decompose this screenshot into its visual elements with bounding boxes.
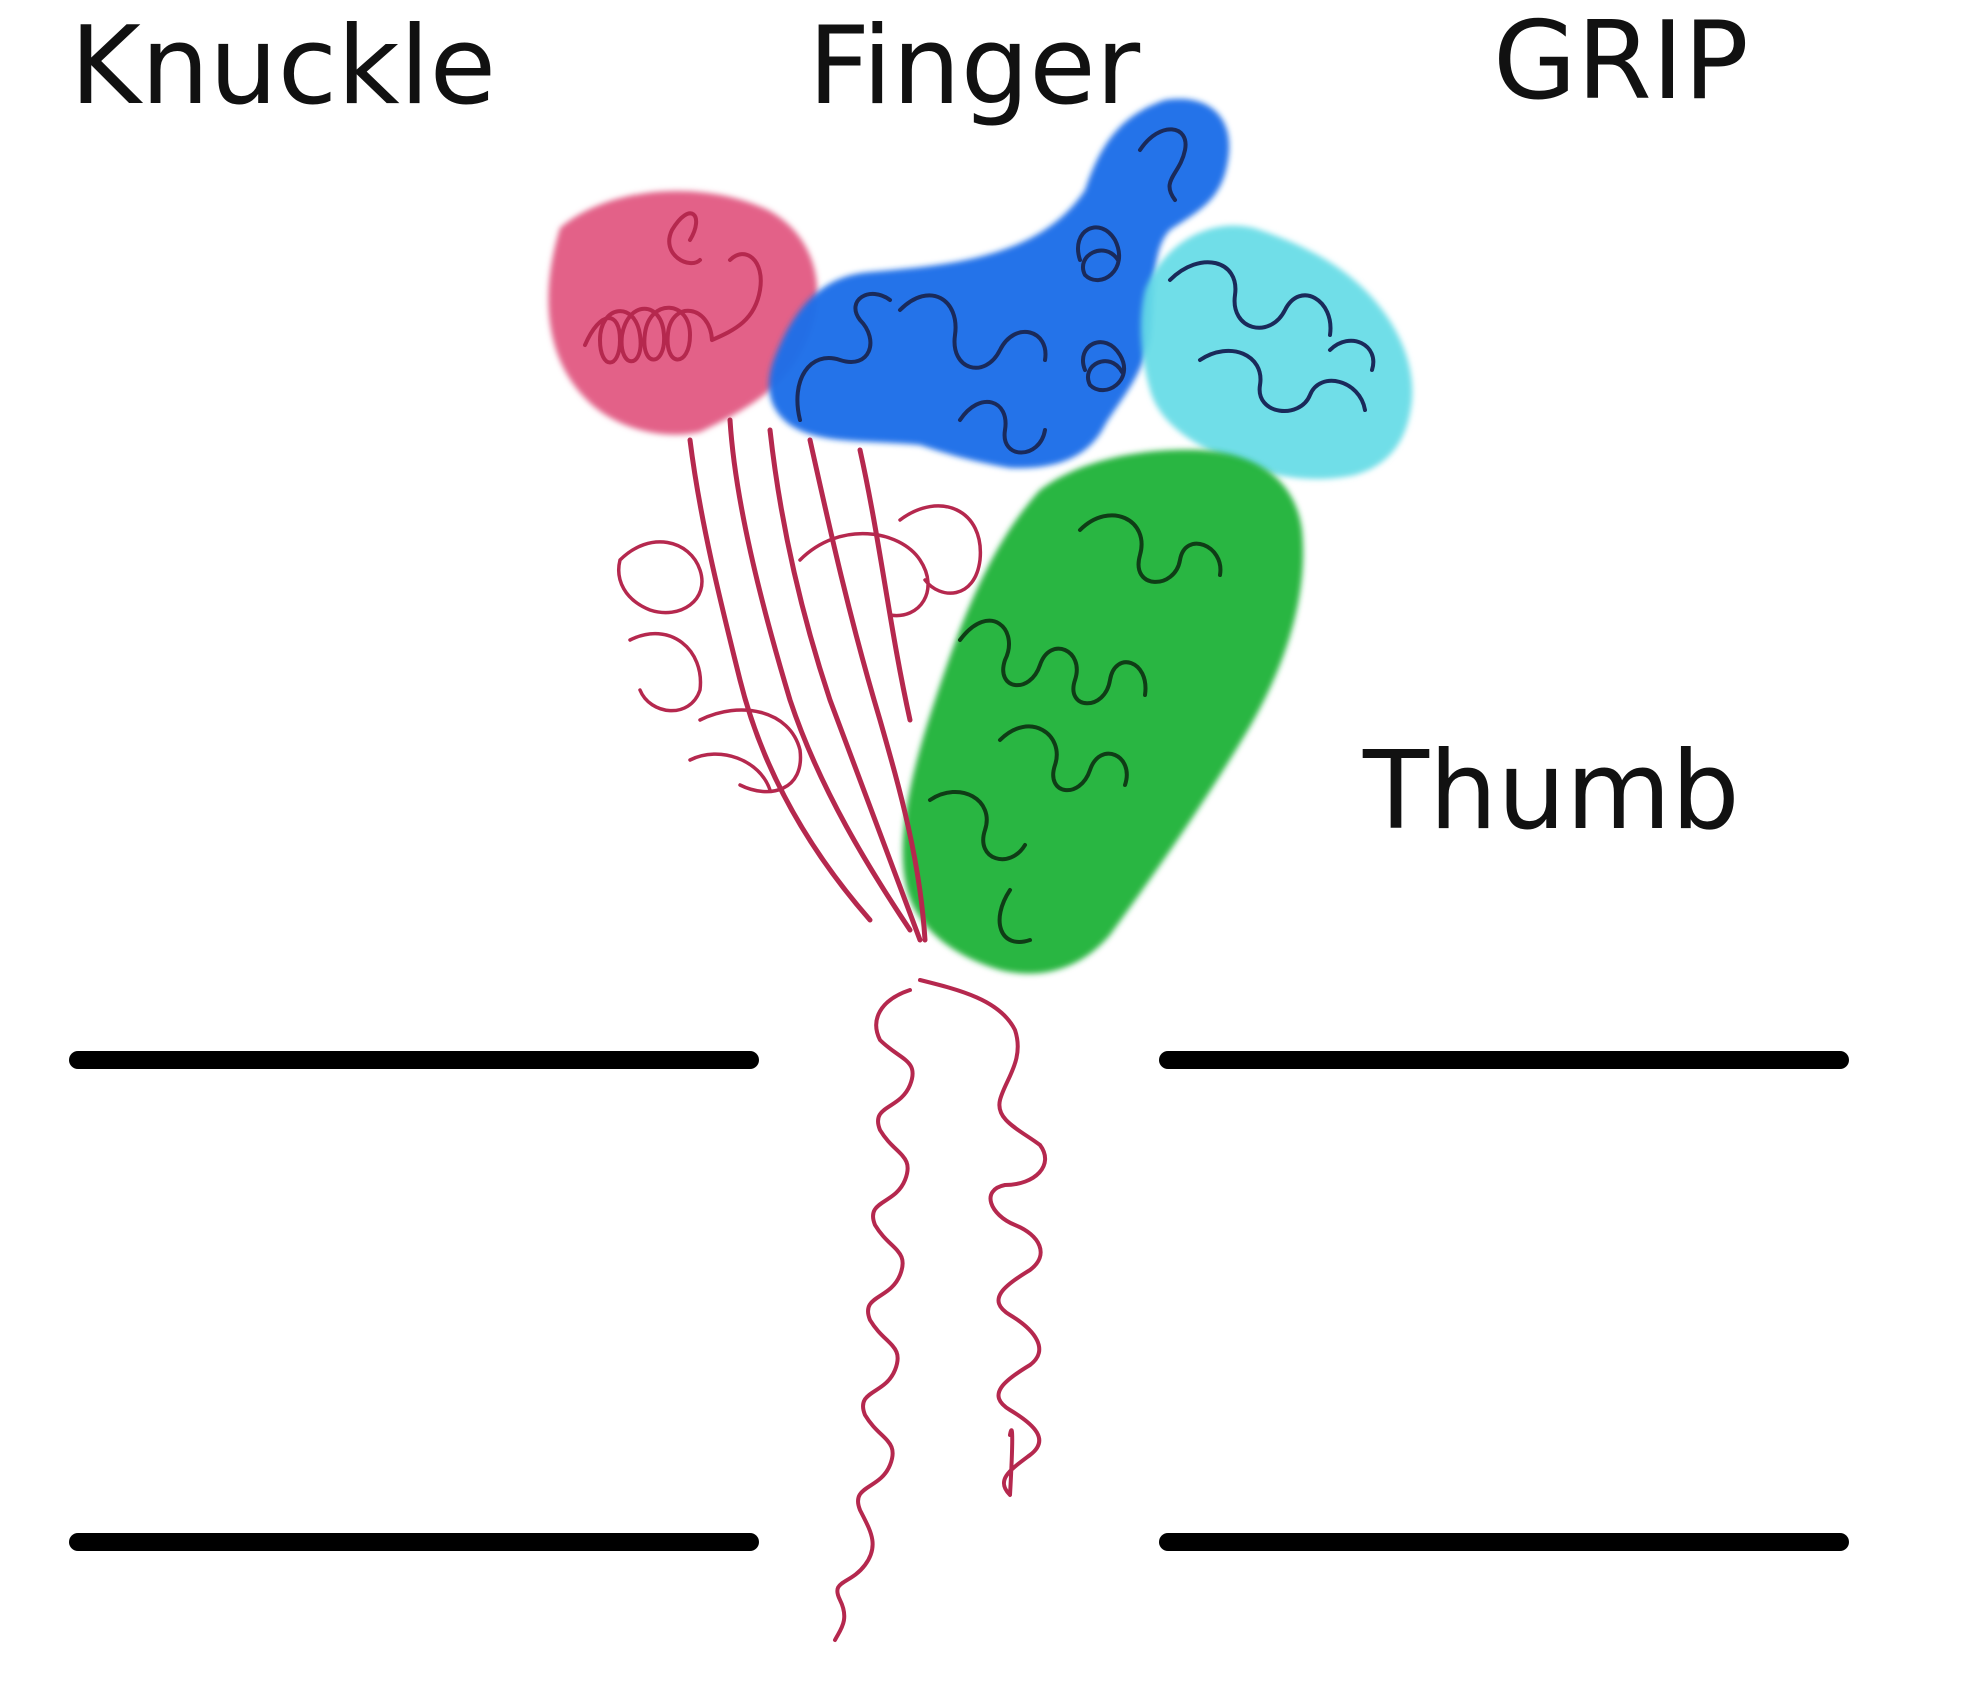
transmembrane-helix-left: [833, 988, 915, 1642]
finger-domain-region: [769, 98, 1230, 469]
beta-sheet-strands: [687, 417, 928, 943]
finger-loops: [795, 127, 1188, 455]
thumb-helices: [928, 513, 1223, 944]
grip-domain-region: [1140, 225, 1413, 480]
knuckle-helix: [583, 211, 763, 365]
finger-label: Finger: [808, 4, 1141, 129]
knuckle-label: Knuckle: [70, 4, 496, 129]
transmembrane-helix-right: [918, 978, 1047, 1497]
protein-backbone: [583, 127, 1376, 1642]
membrane-boundaries: [69, 1051, 1849, 1551]
grip-label: GRIP: [1493, 0, 1749, 124]
thumb-label: Thumb: [1362, 729, 1740, 854]
beta-sheet-loops: [617, 504, 983, 794]
grip-loops: [1168, 260, 1376, 413]
thumb-domain-region: [902, 449, 1304, 974]
domain-regions: [548, 98, 1413, 974]
